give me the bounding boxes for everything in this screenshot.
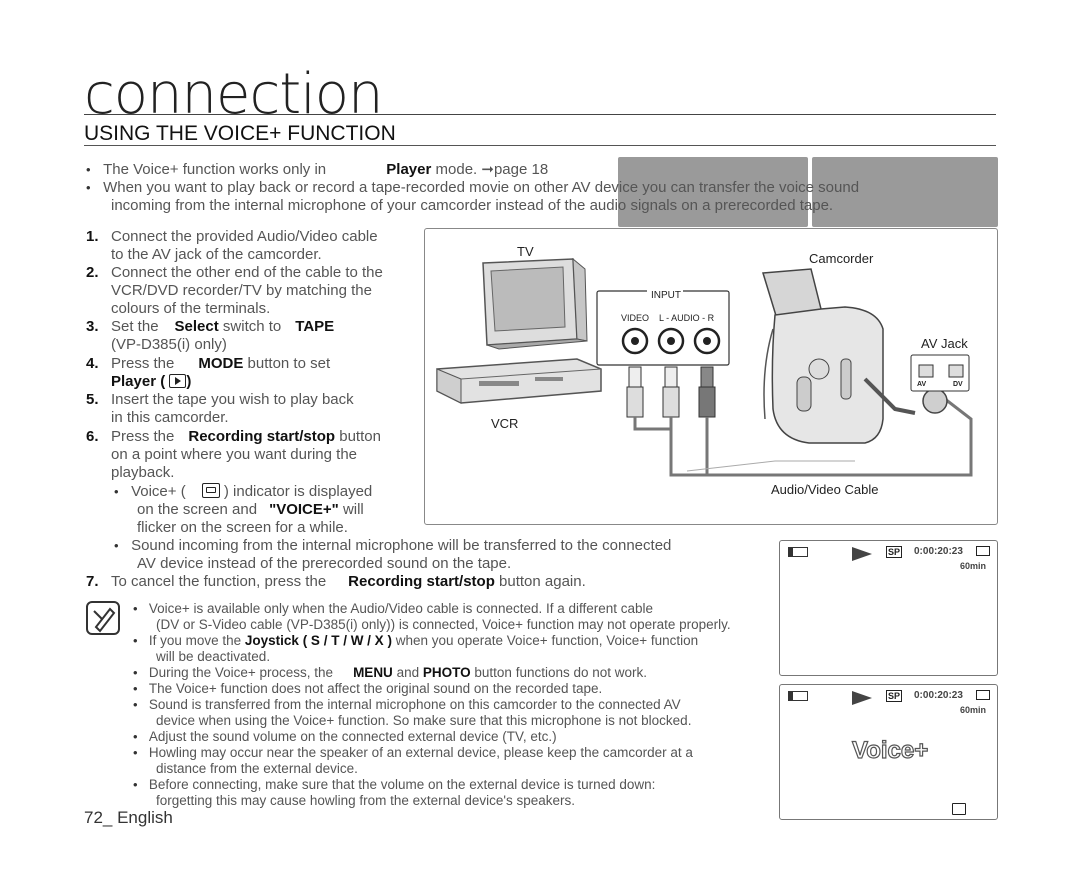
note-2: • If you move the Joystick ( S / T / W /… [133,633,699,648]
gray-block-2 [812,157,998,227]
note-8: • Before connecting, make sure that the … [133,777,656,792]
note-6: • Adjust the sound volume on the connect… [133,729,557,744]
note-4: • The Voice+ function does not affect th… [133,681,603,696]
step-6-line-2: on a point where you want during the [111,446,357,463]
step-1-line-2: to the AV jack of the camcorder. [111,246,322,263]
camcorder-label: Camcorder [809,251,874,266]
chapter-title: connection [84,62,384,127]
remaining-time: 60min [960,705,987,715]
voice-plus-overlay: Voice+ [851,736,929,764]
note-5-line-2: device when using the Voice+ function. S… [156,713,692,728]
vcr-illustration [436,358,602,404]
cable-label: Audio/Video Cable [771,482,879,497]
step-5-line-1: Insert the tape you wish to play back [111,391,354,408]
step-3-line-2: (VP-D385(i) only) [111,336,227,353]
note-8-line-2: forgetting this may cause howling from t… [156,793,576,808]
port-av-label: AV [917,381,927,388]
step-2: 2. [86,264,99,281]
sp-badge: SP [886,546,903,558]
player-mode-icon [169,374,187,388]
step-2-line-3: colours of the terminals. [111,300,271,317]
step-1-line-1: Connect the provided Audio/Video cable [111,228,378,245]
battery-icon [788,691,808,701]
step-4: 4. [86,355,99,372]
step-1: 1. [86,228,99,245]
note-icon [86,601,120,635]
step-5-line-2: in this camcorder. [111,409,229,426]
step-4-line-2: Player ( ) [111,373,192,390]
camcorder-illustration [762,268,948,444]
step-6: 6. [86,428,99,445]
step-5: 5. [86,391,99,408]
lcd-screen-1: SP 0:00:20:23 60min [779,540,998,676]
step6-bullet-1-line-2: on the screen and"VOICE+" will [137,501,364,518]
voice-plus-icon [952,803,966,815]
intro-item-2: • When you want to play back or record a… [86,179,860,196]
port-dv-label: DV [953,381,963,388]
step6-bullet-1-line-3: flicker on the screen for a while. [137,519,348,536]
note-1: • Voice+ is available only when the Audi… [133,601,654,616]
connection-diagram: TV VCR INPUT VIDEO L - AUDIO - R Camcord… [424,228,998,525]
page-footer: 72_ English [84,808,173,827]
note-2-line-2: will be deactivated. [156,649,271,664]
remaining-time: 60min [960,561,987,571]
chapter-rule [84,114,996,115]
play-icon [852,547,872,561]
step6-bullet-2-line-2: AV device instead of the prerecorded sou… [137,555,512,572]
step6-bullet-1: • Voice+ ( ) indicator is displayed [114,483,373,500]
intro-item-2-cont: incoming from the internal microphone of… [111,197,834,214]
section-rule [84,145,996,146]
timecode: 0:00:20:23 [914,690,963,701]
intro-item-1: • The Voice+ function works only in Play… [86,161,549,178]
note-1-line-2: (DV or S-Video cable (VP-D385(i) only)) … [156,617,731,632]
gray-block-1 [618,157,808,227]
vcr-label: VCR [491,416,519,431]
tv-illustration [482,257,588,350]
note-5: • Sound is transferred from the internal… [133,697,681,712]
section-title: USING THE VOICE+ FUNCTION [84,122,396,145]
step-2-line-1: Connect the other end of the cable to th… [111,264,383,281]
input-label: INPUT [651,290,681,301]
lcd-screen-2: SP 0:00:20:23 60min Voice+ [779,684,998,820]
note-7-line-2: distance from the external device. [156,761,358,776]
play-icon [852,691,872,705]
step6-bullet-2: • Sound incoming from the internal micro… [114,537,672,554]
sp-badge: SP [886,690,903,702]
tv-label: TV [517,244,534,259]
timecode: 0:00:20:23 [914,546,963,557]
tape-icon [976,546,990,556]
audio-label: L - AUDIO - R [659,313,715,323]
note-7: • Howling may occur near the speaker of … [133,745,693,760]
step-2-line-2: VCR/DVD recorder/TV by matching the [111,282,372,299]
av-jack-label: AV Jack [921,336,968,351]
battery-icon [788,547,808,557]
tape-icon [976,690,990,700]
step-3: 3. [86,318,99,335]
video-label: VIDEO [621,313,650,323]
voice-plus-icon [201,483,220,498]
step-6-line-3: playback. [111,464,175,481]
